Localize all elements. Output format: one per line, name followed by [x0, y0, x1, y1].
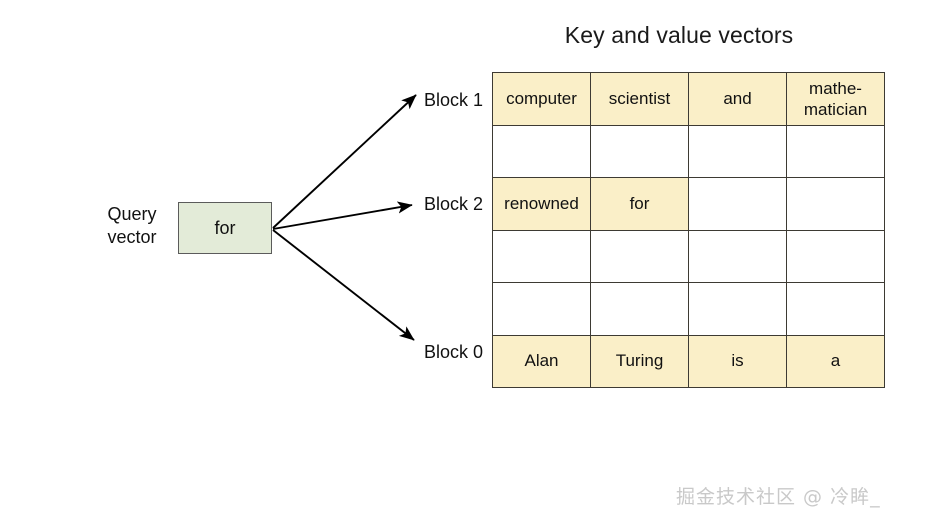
table-cell-empty	[786, 177, 885, 231]
table-cell-empty	[590, 124, 689, 178]
table-cell-token: mathe-matician	[786, 72, 885, 126]
table-cell-token: renowned	[492, 177, 591, 231]
query-vector-label-line1: Query	[107, 204, 157, 224]
table-cell-empty	[492, 282, 591, 336]
table-cell-empty	[688, 282, 787, 336]
table-cell-token: and	[688, 72, 787, 126]
table-cell-token: a	[786, 334, 885, 388]
table-cell-empty	[492, 229, 591, 283]
table-row	[492, 229, 885, 283]
table-cell-empty	[688, 124, 787, 178]
table-cell-empty	[590, 282, 689, 336]
watermark: 掘金技术社区 @ 冷眸_	[676, 486, 881, 508]
table-cell-token: computer	[492, 72, 591, 126]
table-row	[492, 282, 885, 336]
table-cell-empty	[786, 124, 885, 178]
table-cell-token: for	[590, 177, 689, 231]
query-token-text: for	[214, 218, 236, 238]
block-label-0: Block 0	[423, 342, 483, 362]
table-cell-token: Alan	[492, 334, 591, 388]
block-label-2: Block 2	[423, 194, 483, 214]
table-cell-empty	[688, 229, 787, 283]
table-row	[492, 124, 885, 178]
table-cell-token: scientist	[590, 72, 689, 126]
query-vector-box[interactable]: for	[178, 202, 272, 254]
table-cell-empty	[688, 177, 787, 231]
block-label-1: Block 1	[423, 90, 483, 110]
table-cell-line: matician	[803, 99, 868, 119]
table-cell-line: mathe-	[809, 78, 862, 98]
table-cell-empty	[492, 124, 591, 178]
query-vector-label: Query vector	[92, 203, 172, 249]
arrow-to-block-0	[272, 229, 415, 341]
table-cell-empty	[786, 282, 885, 336]
table-cell-empty	[590, 229, 689, 283]
table-cell-token: Turing	[590, 334, 689, 388]
query-vector-label-line2: vector	[107, 227, 157, 247]
arrow-to-block-2	[272, 201, 413, 230]
page-title: Key and value vectors	[564, 22, 794, 48]
table-cell-empty	[786, 229, 885, 283]
table-cell-token: is	[688, 334, 787, 388]
